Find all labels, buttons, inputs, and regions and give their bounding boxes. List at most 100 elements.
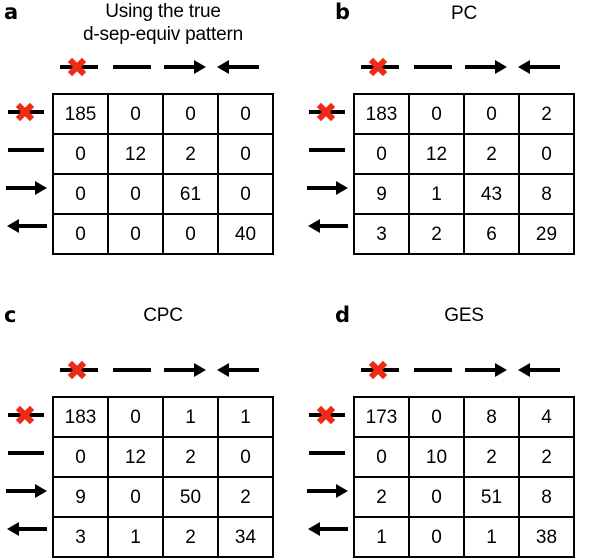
table-row: 183 0 1 1 — [52, 396, 274, 438]
panel-letter-b: b — [335, 0, 351, 24]
matrix-cell: 0 — [217, 173, 274, 215]
row-label-undirected — [305, 131, 351, 169]
arrow-right-icon — [6, 481, 48, 501]
plain-line-icon — [6, 443, 48, 463]
matrix-cell: 51 — [463, 476, 520, 518]
column-header-undirected — [105, 56, 158, 78]
panel-c: c CPC — [0, 271, 301, 558]
confusion-matrix-d: 173 0 8 4 0 10 2 2 2 0 51 8 1 0 1 38 — [353, 396, 575, 558]
arrow-left-icon — [517, 360, 561, 380]
row-labels — [4, 93, 50, 245]
row-label-arrow-left — [4, 510, 50, 548]
column-header-undirected — [105, 359, 158, 381]
matrix-cell: 8 — [518, 476, 575, 518]
arrow-left-icon — [517, 57, 561, 77]
table-row: 0 0 0 40 — [52, 213, 274, 255]
row-label-arrow-left — [4, 207, 50, 245]
matrix-cell: 183 — [52, 396, 109, 438]
matrix-cell: 1 — [162, 396, 219, 438]
row-labels — [4, 396, 50, 548]
matrix-cell: 0 — [52, 173, 109, 215]
matrix-cell: 12 — [408, 133, 465, 175]
column-header-arrow-left — [211, 56, 264, 78]
matrix-cell: 2 — [518, 436, 575, 478]
matrix-cell: 0 — [52, 436, 109, 478]
row-label-arrow-right — [305, 169, 351, 207]
column-header-arrow-right — [459, 56, 512, 78]
column-header-no-edge — [353, 359, 406, 381]
matrix-cell: 4 — [518, 396, 575, 438]
column-header-no-edge — [353, 56, 406, 78]
column-header-no-edge — [52, 359, 105, 381]
column-header-undirected — [406, 359, 459, 381]
matrix-cell: 40 — [217, 213, 274, 255]
panel-title-line-1: GES — [444, 305, 484, 326]
panel-title-b: PC — [339, 2, 589, 25]
table-row: 0 12 2 0 — [52, 133, 274, 175]
arrow-right-icon — [464, 57, 508, 77]
column-header-arrow-right — [459, 359, 512, 381]
matrix-cell: 50 — [162, 476, 219, 518]
matrix-cell: 0 — [162, 93, 219, 135]
matrix-cell: 0 — [52, 133, 109, 175]
matrix-cell: 6 — [463, 213, 520, 255]
matrix-cell: 2 — [408, 213, 465, 255]
plain-line-icon — [307, 140, 349, 160]
table-row: 0 12 2 0 — [52, 436, 274, 478]
line-with-red-x-icon — [57, 360, 101, 380]
panel-title-line-1: Using the true — [105, 1, 221, 22]
row-label-arrow-right — [4, 169, 50, 207]
matrix-cell: 1 — [217, 396, 274, 438]
matrix-cell: 43 — [463, 173, 520, 215]
arrow-right-icon — [464, 360, 508, 380]
arrow-left-icon — [307, 519, 349, 539]
matrix-cell: 0 — [107, 476, 164, 518]
line-with-red-x-icon — [6, 405, 48, 425]
matrix-cell: 0 — [217, 436, 274, 478]
matrix-cell: 0 — [107, 213, 164, 255]
column-header-arrow-right — [158, 359, 211, 381]
matrix-cell: 29 — [518, 213, 575, 255]
column-header-arrow-left — [512, 56, 565, 78]
confusion-matrix-c: 183 0 1 1 0 12 2 0 9 0 50 2 3 1 2 34 — [52, 396, 274, 558]
matrix-cell: 2 — [518, 93, 575, 135]
matrix-cell: 2 — [463, 436, 520, 478]
plain-line-icon — [307, 443, 349, 463]
line-with-red-x-icon — [307, 405, 349, 425]
figure-panel-grid: a Using the true d-sep-equiv pattern — [0, 0, 602, 542]
row-label-no-edge — [4, 93, 50, 131]
arrow-left-icon — [6, 519, 48, 539]
matrix-cell: 34 — [217, 516, 274, 558]
panel-title-a: Using the true d-sep-equiv pattern — [38, 0, 288, 46]
line-with-red-x-icon — [358, 360, 402, 380]
panel-letter-c: c — [4, 303, 17, 327]
panel-title-line-1: CPC — [143, 305, 183, 326]
panel-a: a Using the true d-sep-equiv pattern — [0, 0, 301, 271]
matrix-cell: 38 — [518, 516, 575, 558]
panel-title-line-2: d-sep-equiv pattern — [83, 24, 243, 45]
column-headers — [52, 56, 264, 78]
table-row: 183 0 0 2 — [353, 93, 575, 135]
matrix-cell: 2 — [217, 476, 274, 518]
row-label-no-edge — [305, 396, 351, 434]
arrow-left-icon — [216, 57, 260, 77]
row-labels — [305, 93, 351, 245]
matrix-cell: 0 — [518, 133, 575, 175]
arrow-right-icon — [307, 178, 349, 198]
arrow-right-icon — [6, 178, 48, 198]
row-label-undirected — [305, 434, 351, 472]
matrix-cell: 0 — [353, 436, 410, 478]
line-with-red-x-icon — [358, 57, 402, 77]
confusion-matrix-a: 185 0 0 0 0 12 2 0 0 0 61 0 0 0 0 40 — [52, 93, 274, 255]
plain-line-icon — [6, 140, 48, 160]
table-row: 0 0 61 0 — [52, 173, 274, 215]
panel-letter-a: a — [4, 0, 19, 24]
arrow-left-icon — [6, 216, 48, 236]
plain-line-icon — [411, 57, 455, 77]
table-row: 9 1 43 8 — [353, 173, 575, 215]
matrix-cell: 0 — [408, 476, 465, 518]
matrix-cell: 12 — [107, 436, 164, 478]
table-row: 3 1 2 34 — [52, 516, 274, 558]
matrix-cell: 8 — [463, 396, 520, 438]
matrix-cell: 0 — [107, 173, 164, 215]
